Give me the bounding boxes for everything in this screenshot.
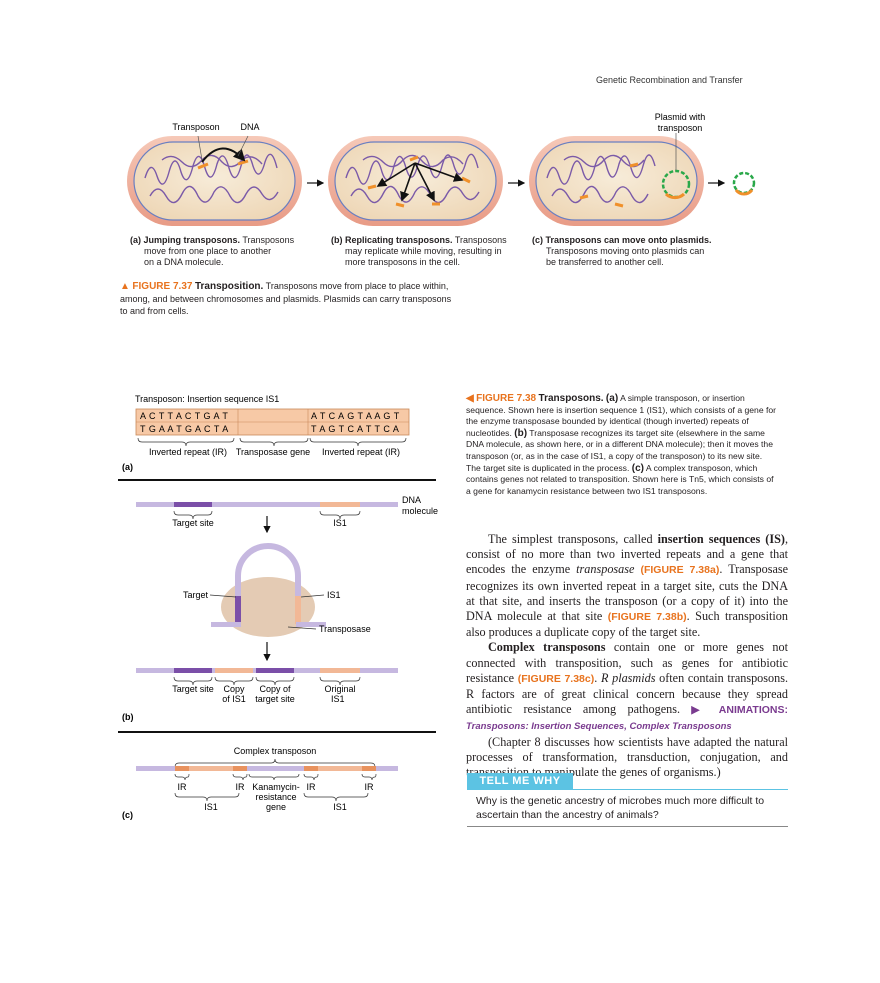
label-plasmid-line1: Plasmid with xyxy=(655,112,706,122)
label-ir-left: Inverted repeat (IR) xyxy=(149,447,227,457)
figure-7-37-illustration: Transposon DNA Plasmid with transposon xyxy=(127,112,756,226)
animations-label: ▶ ANIMATIONS: xyxy=(691,704,788,717)
cell-b xyxy=(328,136,503,226)
complex-transposon-dna xyxy=(136,766,398,771)
fig38c-heading: Complex transposon xyxy=(234,746,317,756)
label-target: Target xyxy=(183,590,209,600)
label-ir-4: IR xyxy=(365,782,375,792)
link-figure-7-38a[interactable]: (FIGURE 7.38a) xyxy=(640,564,720,577)
panel-c-caption: (c) Transposons can move onto plasmids. … xyxy=(532,235,712,267)
dna-molecule xyxy=(136,502,398,507)
label-transposon: Transposon xyxy=(172,122,219,132)
link-figure-7-38b[interactable]: (FIGURE 7.38b) xyxy=(607,611,687,624)
figure-7-38-illustration: Transposon: Insertion sequence IS1 A C T… xyxy=(118,394,438,820)
paragraph-2: Complex transposons contain one or more … xyxy=(466,640,788,733)
label-dna-2: molecule xyxy=(402,506,438,516)
transposase-enzyme xyxy=(221,577,315,637)
tell-me-why-question: Why is the genetic ancestry of microbes … xyxy=(476,795,765,821)
seq-bottom-left: T G A A T G A C T A xyxy=(140,424,229,434)
label-copy-line1: Copy xyxy=(223,684,245,694)
panel-a-caption: (a) Jumping transposons. Transposons mov… xyxy=(130,235,295,267)
body-text: The simplest transposons, called inserti… xyxy=(466,532,788,780)
label-kan-3: gene xyxy=(266,802,286,812)
label-original-1: Original xyxy=(324,684,355,694)
seq-bottom-right: T A G T C A T T C A xyxy=(311,424,399,434)
label-transposase: Transposase xyxy=(319,624,371,634)
label-ir-3: IR xyxy=(307,782,317,792)
question-rule xyxy=(467,826,788,827)
label-plasmid-line2: transposon xyxy=(658,123,703,133)
label-ir-2: IR xyxy=(236,782,246,792)
panel-label-b: (b) xyxy=(122,712,134,722)
panel-b-caption: (b) Replicating transposons. Transposons… xyxy=(331,235,507,267)
label-ir-right: Inverted repeat (IR) xyxy=(322,447,400,457)
label-copy-target-1: Copy of xyxy=(259,684,291,694)
label-kan-2: resistance xyxy=(255,792,296,802)
label-is1-left: IS1 xyxy=(204,802,218,812)
transferred-plasmid xyxy=(732,171,756,196)
seq-top-right: A T C A G T A A G T xyxy=(311,411,400,421)
label-is1-loop: IS1 xyxy=(327,590,341,600)
figure-7-38-caption: ◀ FIGURE 7.38 Transposons. (a) A simple … xyxy=(466,393,777,496)
cell-a xyxy=(127,135,302,226)
running-head: Genetic Recombination and Transfer xyxy=(596,75,743,85)
label-dna: DNA xyxy=(240,122,259,132)
animations-link[interactable]: Transposons: Insertion Sequences, Comple… xyxy=(466,721,732,733)
fig38a-heading: Transposon: Insertion sequence IS1 xyxy=(135,394,279,404)
link-figure-7-38c[interactable]: (FIGURE 7.38c) xyxy=(517,672,595,685)
tell-me-why-rule xyxy=(467,789,788,790)
paragraph-1: The simplest transposons, called inserti… xyxy=(466,532,789,640)
paragraph-3: (Chapter 8 discusses how scientists have… xyxy=(466,734,788,780)
label-dna-1: DNA xyxy=(402,495,421,505)
figure-7-37-caption: ▲ FIGURE 7.37 Transposition. Transposons… xyxy=(120,281,452,316)
label-target-site: Target site xyxy=(172,518,214,528)
panel-label-c: (c) xyxy=(122,810,133,820)
label-is1: IS1 xyxy=(333,518,347,528)
label-original-2: IS1 xyxy=(331,694,345,704)
tell-me-why-badge: TELL ME WHY xyxy=(467,773,573,789)
label-is1-right: IS1 xyxy=(333,802,347,812)
label-copy-line2: of IS1 xyxy=(222,694,246,704)
panel-label-a: (a) xyxy=(122,462,133,472)
label-copy-target-2: target site xyxy=(255,694,295,704)
cell-c xyxy=(529,133,704,226)
seq-top-left: A C T T A C T G A T xyxy=(140,411,228,421)
label-result-target: Target site xyxy=(172,684,214,694)
label-kan-1: Kanamycin- xyxy=(252,782,300,792)
label-transposase-gene: Transposase gene xyxy=(236,447,310,457)
label-ir-1: IR xyxy=(178,782,188,792)
